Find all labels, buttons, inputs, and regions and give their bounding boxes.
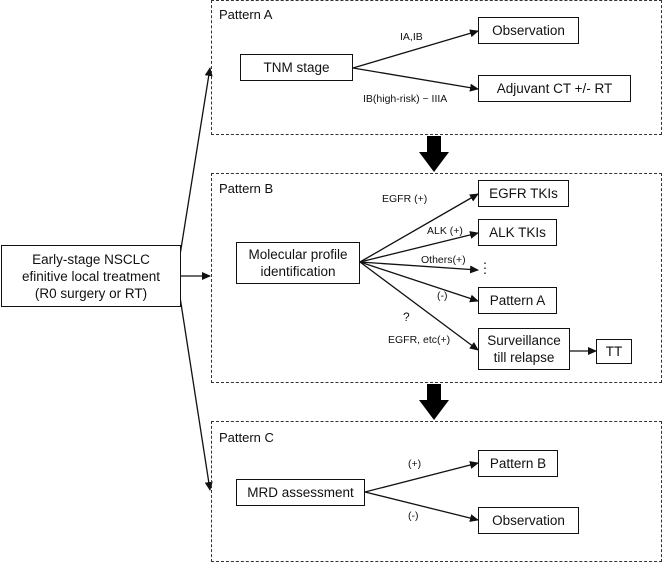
arrow-tnm-to-observation xyxy=(352,29,479,69)
edge-label-alk: ALK (+) xyxy=(427,225,463,237)
arrow-tnm-to-adjuvant xyxy=(352,67,479,92)
edge-label-question: ? xyxy=(403,310,410,324)
arrow-mrd-to-observation xyxy=(364,491,479,522)
tt-box: TT xyxy=(596,339,632,364)
surveillance-box: Surveillance till relapse xyxy=(478,328,570,370)
adjuvant-box: Adjuvant CT +/- RT xyxy=(478,75,631,102)
pattern-a-title: Pattern A xyxy=(219,7,273,22)
edge-label-ib-iiia: IB(high-risk) ~ IIIA xyxy=(363,93,448,105)
arrow-profile-to-surveillance xyxy=(359,261,479,351)
block-arrow-b-to-c xyxy=(419,384,449,420)
pattern-a-panel xyxy=(211,0,662,135)
pattern-c-panel xyxy=(211,421,662,562)
edge-label-egfr-etc: EGFR, etc(+) xyxy=(388,334,451,346)
arrow-profile-to-pattern-a xyxy=(359,261,479,303)
arrow-mrd-to-pattern-b xyxy=(364,461,479,493)
mrd-assessment-box: MRD assessment xyxy=(236,479,365,506)
edge-label-negative-b: (-) xyxy=(437,290,448,302)
arrow-profile-to-others xyxy=(359,261,479,274)
edge-label-egfr: EGFR (+) xyxy=(382,193,428,205)
egfr-tkis-box: EGFR TKIs xyxy=(478,180,569,207)
edge-label-others: Others(+) xyxy=(421,254,466,266)
observation-box-a: Observation xyxy=(478,17,579,44)
arrow-profile-to-egfr xyxy=(359,193,479,263)
start-box: Early-stage NSCLC efinitive local treatm… xyxy=(1,245,181,307)
block-arrow-a-to-b xyxy=(419,136,449,172)
arrow-profile-to-alk xyxy=(359,231,479,263)
pattern-b-panel xyxy=(211,173,662,383)
pattern-a-reference-box: Pattern A xyxy=(478,287,557,314)
edge-label-positive-c: (+) xyxy=(408,458,422,470)
molecular-profile-box: Molecular profile identification xyxy=(236,242,360,284)
observation-box-c: Observation xyxy=(478,507,579,534)
pattern-b-reference-box: Pattern B xyxy=(478,450,558,477)
alk-tkis-box: ALK TKIs xyxy=(478,219,557,246)
pattern-b-title: Pattern B xyxy=(219,181,274,196)
arrow-start-to-pattern-c xyxy=(179,296,213,491)
others-ellipsis: · · · xyxy=(482,254,488,280)
edge-label-ia-ib: IA,IB xyxy=(400,31,423,43)
tnm-stage-box: TNM stage xyxy=(240,54,353,81)
arrow-start-to-pattern-a xyxy=(179,67,213,256)
pattern-c-title: Pattern C xyxy=(219,430,274,445)
edge-label-negative-c: (-) xyxy=(408,510,419,522)
